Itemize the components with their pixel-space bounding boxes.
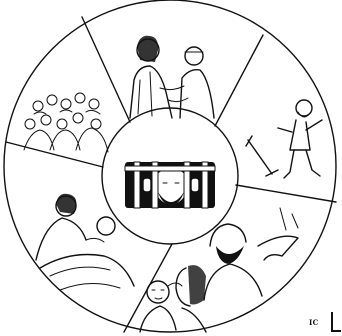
scene-crutch-thrown [246, 100, 322, 178]
divider-top-right [215, 35, 263, 126]
scene-crowd [24, 93, 108, 152]
corner-bracket [331, 312, 341, 332]
scene-healing-blind-man [130, 36, 214, 118]
corner-label: IC [309, 318, 318, 327]
divider-right [236, 185, 336, 202]
scene-touching-ear [140, 265, 206, 332]
scene-sick-in-bed [36, 194, 134, 290]
center-prisoner-scene [125, 162, 215, 208]
divider-left [6, 142, 103, 167]
